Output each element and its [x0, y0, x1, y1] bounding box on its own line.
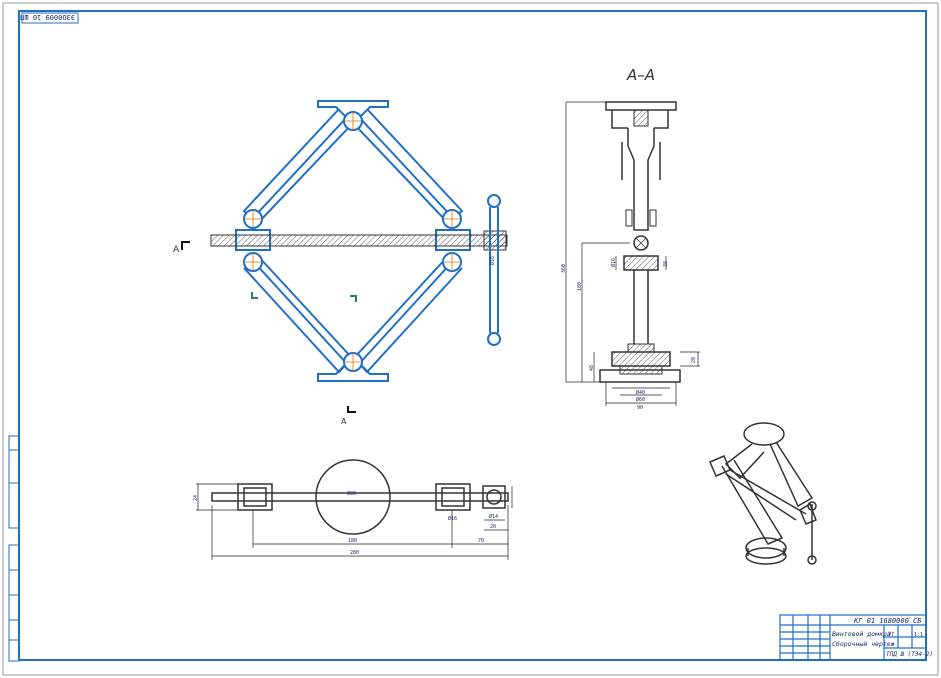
sheet-frame [18, 10, 927, 661]
title-name-line1: Винтовой домкрат [832, 630, 895, 638]
title-doc-number: КГ 01 1680000 СБ [853, 617, 922, 625]
dim-front-d3: 20 [490, 524, 496, 530]
dim-front-d1: Ø80 [347, 490, 356, 497]
handle-dim: Ø16 [489, 256, 496, 265]
dim-side-w4: 20 [691, 357, 697, 363]
section-title: А–А [626, 66, 655, 84]
lead-screw [210, 234, 508, 247]
dim-side-total: 360 [561, 264, 567, 273]
front-view-jack: Ø16 А А [173, 100, 508, 426]
dim-side-h2: 180 [577, 282, 583, 291]
section-view: А–А [561, 66, 700, 411]
top-stamp: ЭЗО0009 10 ШП [20, 12, 79, 24]
dim-side-h3: 48 [589, 365, 595, 371]
dim-side-d5: Ø16 [610, 258, 617, 267]
title-scale: 1:1 [914, 632, 923, 638]
cut-mark-bottom: А [341, 417, 347, 426]
dim-front-inner: 180 [348, 538, 357, 544]
dim-front-d4: Ø14 [489, 513, 498, 520]
top-view-pad [315, 459, 391, 535]
dim-side-w3: 90 [637, 405, 643, 411]
cut-mark-left: А [173, 245, 180, 255]
left-margin-strips [8, 435, 20, 662]
dim-front-d2: Ø16 [448, 515, 457, 522]
isometric-view [709, 422, 817, 565]
dim-front-right: 70 [478, 538, 484, 544]
jack-handle [487, 194, 501, 346]
title-block: КГ 01 1680000 СБ Винтовой домкрат Сбороч… [779, 614, 933, 661]
dim-front-total: 280 [350, 550, 359, 556]
title-org: ТПД Ш (ТЭ4-2) [886, 651, 933, 658]
top-stamp-text: ЭЗО0009 10 ШП [20, 13, 75, 21]
title-name-line2: Сборочный чертеж [832, 640, 896, 648]
dim-side-d6: 38 [663, 261, 669, 267]
top-view: 280 180 70 24 Ø80 Ø16 20 Ø14 [193, 459, 513, 560]
dim-front-h1: 24 [193, 495, 199, 501]
title-lit: У [888, 631, 892, 638]
dim-side-w2: Ø60 [636, 396, 645, 403]
dim-side-w1: Ø40 [636, 389, 645, 396]
